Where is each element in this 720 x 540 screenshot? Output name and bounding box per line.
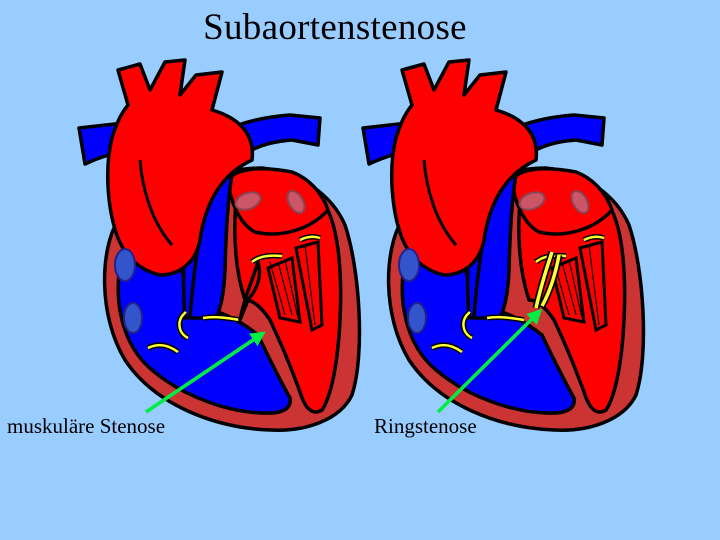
heart-ring-stenosis <box>363 60 643 430</box>
label-muscular-stenosis: muskuläre Stenose <box>7 414 166 438</box>
diagram-title: Subaortenstenose <box>203 7 467 48</box>
pointer-arrow-right <box>436 308 543 414</box>
heart-muscular-stenosis <box>79 60 359 430</box>
pointer-arrow-left <box>144 331 266 414</box>
label-ring-stenosis: Ringstenose <box>374 414 477 438</box>
muscular-bulge <box>238 260 262 322</box>
